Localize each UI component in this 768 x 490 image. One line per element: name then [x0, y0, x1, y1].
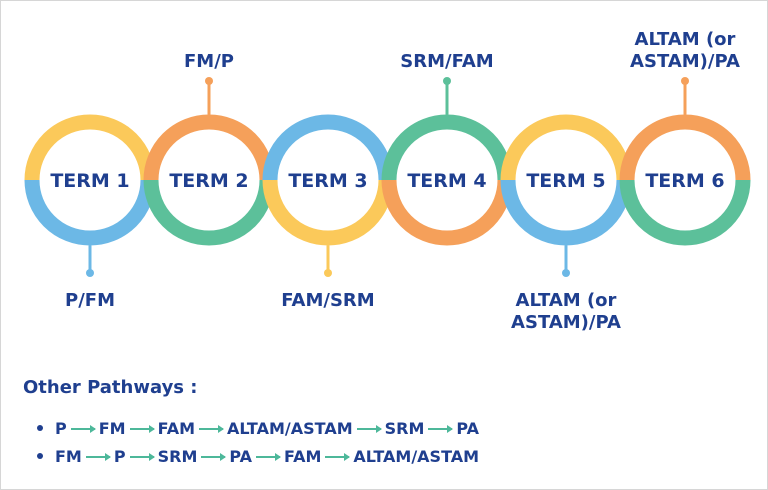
pathway-step: PA	[456, 418, 480, 438]
term-ring-top-arc	[24, 114, 156, 181]
other-pathways-title: Other Pathways :	[23, 377, 198, 398]
pathway-label-line: FM/P	[184, 51, 234, 72]
term-ring-inner	[515, 129, 617, 231]
term-ring-bottom-arc	[262, 179, 394, 246]
pathway-step: SRM	[384, 418, 425, 438]
pathway-step: FAM	[284, 446, 322, 466]
pathway-step: SRM	[157, 446, 198, 466]
pathway-connector-dot	[324, 269, 332, 277]
term-ring-top-arc	[500, 114, 632, 181]
bullet-icon	[37, 453, 43, 459]
pathway-connector-dot	[86, 269, 94, 277]
pathway-step: FM	[55, 446, 82, 466]
term-ring-3	[262, 114, 394, 246]
pathway-connector-dot	[443, 77, 451, 85]
pathway-label-line: ALTAM (or	[516, 290, 617, 311]
pathway-step: ALTAM/ASTAM	[353, 446, 480, 466]
rings-layer	[24, 114, 751, 246]
pathway-item-1: P FM FAM ALTAM/ASTAM SRM PA	[23, 414, 479, 442]
term-label-5: TERM 5	[526, 170, 605, 192]
pathway-connector-dot	[681, 77, 689, 85]
arrow-right-icon	[85, 453, 111, 461]
term-ring-bottom-arc	[619, 179, 751, 246]
term-label-6: TERM 6	[645, 170, 724, 192]
pathway-label-term-2: FM/P	[184, 51, 234, 72]
pathway-step: PA	[229, 446, 252, 466]
pathway-label-line: ASTAM)/PA	[511, 312, 621, 333]
term-label-2: TERM 2	[169, 170, 248, 192]
arrow-right-icon	[325, 453, 351, 461]
pathway-label-line: SRM/FAM	[400, 51, 493, 72]
pathway-label-line: FAM/SRM	[281, 290, 374, 311]
pathway-label-line: ASTAM)/PA	[630, 51, 740, 72]
term-ring-top-arc	[619, 114, 751, 181]
arrow-right-icon	[129, 453, 155, 461]
pathway-label-term-1: P/FM	[65, 290, 115, 311]
term-label-3: TERM 3	[288, 170, 367, 192]
term-ring-bottom-arc	[500, 179, 632, 246]
arrow-right-icon	[70, 425, 96, 433]
pathway-label-line: ALTAM (or	[635, 29, 736, 50]
arrow-right-icon	[129, 425, 155, 433]
term-ring-inner	[158, 129, 260, 231]
term-ring-1	[24, 114, 156, 246]
term-ring-2	[143, 114, 275, 246]
pathway-step: P	[55, 418, 67, 438]
other-pathways-list: P FM FAM ALTAM/ASTAM SRM PA FM P SRM PA FAM ALTAM/A…	[23, 414, 479, 470]
arrow-right-icon	[199, 425, 224, 433]
term-ring-inner	[634, 129, 736, 231]
pathway-step: FM	[98, 418, 126, 438]
term-ring-inner	[277, 129, 379, 231]
pathway-step: ALTAM/ASTAM	[227, 418, 353, 438]
term-ring-top-arc	[262, 114, 394, 181]
term-ring-inner	[396, 129, 498, 231]
term-label-4: TERM 4	[407, 170, 486, 192]
pathway-step: FAM	[157, 418, 195, 438]
bullet-icon	[37, 425, 43, 431]
pathway-connector-dot	[562, 269, 570, 277]
term-ring-bottom-arc	[24, 179, 156, 246]
arrow-right-icon	[201, 453, 227, 461]
term-ring-top-arc	[381, 114, 513, 181]
pathway-step: P	[113, 446, 126, 466]
arrow-right-icon	[356, 425, 382, 433]
pathway-item-2: FM P SRM PA FAM ALTAM/ASTAM	[23, 442, 479, 470]
pathway-label-term-3: FAM/SRM	[281, 290, 374, 311]
term-ring-4	[381, 114, 513, 246]
pathway-connector-dot	[205, 77, 213, 85]
labels-layer: TERM 1 P/FM TERM 2 FM/P TERM 3 FAM/SRM TERM 4 S…	[50, 29, 740, 333]
arrow-right-icon	[428, 425, 454, 433]
term-ring-bottom-arc	[143, 179, 275, 246]
arrow-right-icon	[256, 453, 281, 461]
term-ring-6	[619, 114, 751, 246]
term-ring-5	[500, 114, 632, 246]
term-ring-top-arc	[143, 114, 275, 181]
term-pathway-diagram: TERM 1 P/FM TERM 2 FM/P TERM 3 FAM/SRM TERM 4 S…	[24, 29, 751, 333]
pathway-label-term-4: SRM/FAM	[400, 51, 493, 72]
term-label-1: TERM 1	[50, 170, 129, 192]
term-ring-bottom-arc	[381, 179, 513, 246]
term-ring-inner	[39, 129, 141, 231]
pathway-label-line: P/FM	[65, 290, 115, 311]
